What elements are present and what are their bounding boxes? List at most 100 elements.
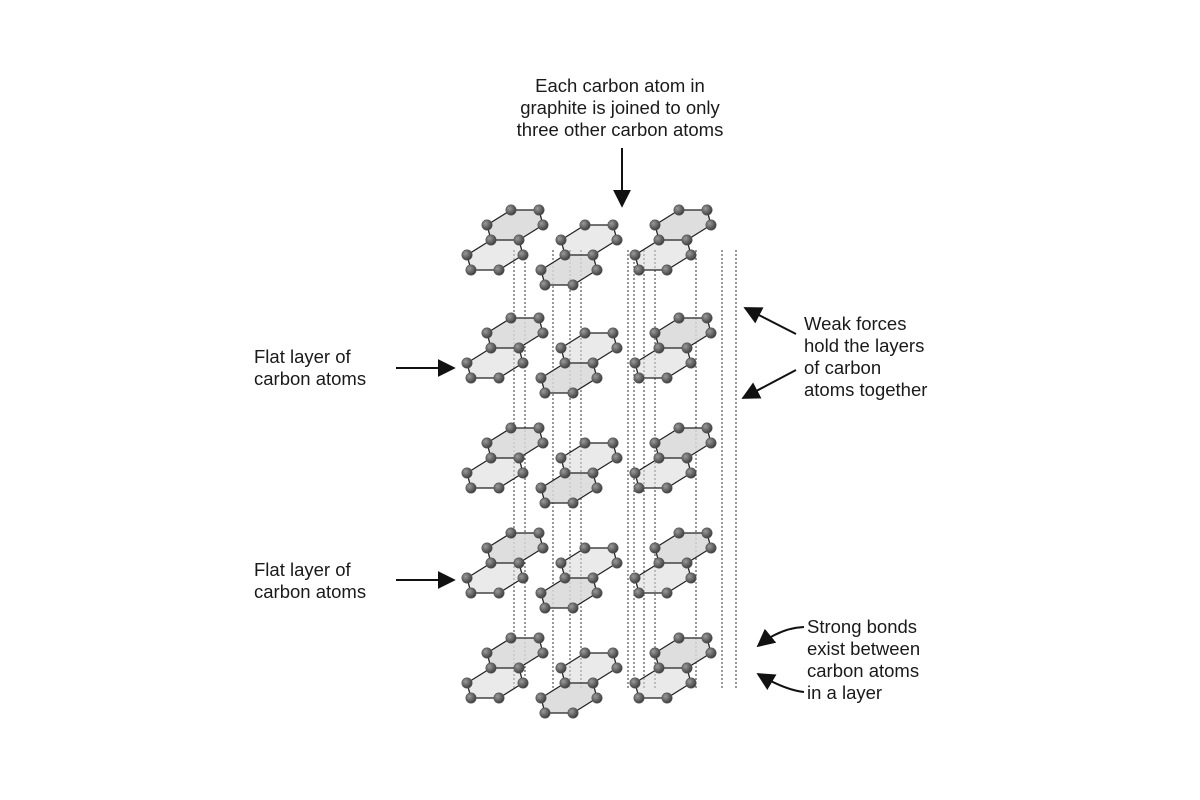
- carbon-atom: [555, 342, 567, 354]
- carbon-atom: [633, 264, 645, 276]
- carbon-atom: [673, 312, 685, 324]
- carbon-atom: [611, 662, 623, 674]
- hexagon-ring: [655, 533, 711, 563]
- label-line: three other carbon atoms: [516, 119, 724, 140]
- carbon-atom: [517, 249, 529, 261]
- hexagon-ring: [487, 638, 543, 668]
- carbon-atom: [555, 234, 567, 246]
- label-strong-bonds: Strong bonds exist between carbon atoms …: [807, 616, 920, 704]
- carbon-atom: [649, 219, 661, 231]
- carbon-atom: [579, 327, 591, 339]
- strong-bonds-arrow-lower: [756, 673, 805, 693]
- carbon-atom: [513, 342, 525, 354]
- carbon-atom: [681, 234, 693, 246]
- carbon-atom: [705, 219, 717, 231]
- hexagon-ring: [635, 240, 691, 270]
- carbon-atom: [633, 482, 645, 494]
- weak-forces-arrow-upper: [743, 307, 797, 335]
- hexagon-ring: [635, 458, 691, 488]
- carbon-atom: [607, 327, 619, 339]
- carbon-atom: [591, 372, 603, 384]
- carbon-atom: [559, 572, 571, 584]
- hexagon-ring: [561, 333, 617, 363]
- carbon-atom: [535, 587, 547, 599]
- carbon-atom: [591, 587, 603, 599]
- carbon-atom: [579, 542, 591, 554]
- carbon-atom: [513, 452, 525, 464]
- label-line: Flat layer of: [254, 559, 351, 580]
- carbon-atom: [537, 219, 549, 231]
- carbon-atom: [685, 249, 697, 261]
- label-line: carbon atoms: [807, 660, 920, 681]
- carbon-atom: [587, 677, 599, 689]
- carbon-atom: [673, 204, 685, 216]
- carbon-atom: [517, 677, 529, 689]
- carbon-atom: [485, 662, 497, 674]
- carbon-atom: [481, 327, 493, 339]
- carbon-atom: [607, 219, 619, 231]
- carbon-atom: [587, 357, 599, 369]
- carbon-atom: [537, 437, 549, 449]
- carbon-atom: [611, 452, 623, 464]
- carbon-atom: [681, 662, 693, 674]
- carbon-atom: [481, 647, 493, 659]
- carbon-atom: [461, 249, 473, 261]
- carbon-atom: [705, 327, 717, 339]
- carbon-atom: [485, 452, 497, 464]
- carbon-atom: [539, 387, 551, 399]
- carbon-atom: [537, 542, 549, 554]
- carbon-atom: [555, 452, 567, 464]
- hexagon-ring: [541, 255, 597, 285]
- carbon-atom: [607, 542, 619, 554]
- carbon-atom: [579, 219, 591, 231]
- carbon-atom: [673, 527, 685, 539]
- carbon-atom: [653, 342, 665, 354]
- carbon-atom: [649, 437, 661, 449]
- carbon-atom: [591, 264, 603, 276]
- label-line: exist between: [807, 638, 921, 659]
- hexagon-ring: [561, 653, 617, 683]
- carbon-atom: [533, 632, 545, 644]
- carbon-atom: [567, 707, 579, 719]
- hexagon-ring: [561, 443, 617, 473]
- carbon-atom: [505, 632, 517, 644]
- carbon-atom: [705, 647, 717, 659]
- carbon-atom: [661, 692, 673, 704]
- carbon-atom: [701, 422, 713, 434]
- hexagon-ring: [635, 668, 691, 698]
- label-flat-layer-lower: Flat layer of carbon atoms: [254, 559, 366, 603]
- carbon-atom: [579, 647, 591, 659]
- carbon-atom: [567, 387, 579, 399]
- carbon-atom: [633, 692, 645, 704]
- carbon-atom: [505, 422, 517, 434]
- carbon-atom: [701, 312, 713, 324]
- label-line: of carbon: [804, 357, 882, 378]
- carbon-atom: [517, 572, 529, 584]
- carbon-atom: [701, 204, 713, 216]
- carbon-atom: [505, 204, 517, 216]
- hexagon-ring: [467, 458, 523, 488]
- hexagon-ring: [541, 473, 597, 503]
- carbon-atom: [513, 557, 525, 569]
- carbon-atom: [493, 264, 505, 276]
- carbon-atom: [673, 422, 685, 434]
- carbon-atom: [539, 279, 551, 291]
- carbon-atom: [587, 572, 599, 584]
- carbon-atom: [681, 452, 693, 464]
- carbon-atom: [653, 452, 665, 464]
- carbon-atom: [685, 572, 697, 584]
- carbon-atom: [539, 602, 551, 614]
- carbon-atom: [535, 372, 547, 384]
- carbon-atom: [591, 482, 603, 494]
- label-each-carbon-atom: Each carbon atom in graphite is joined t…: [470, 75, 770, 141]
- carbon-atom: [685, 677, 697, 689]
- carbon-atom: [611, 234, 623, 246]
- callout-arrows: [396, 148, 805, 693]
- carbon-atom: [567, 279, 579, 291]
- carbon-atom: [485, 342, 497, 354]
- carbon-atom: [505, 312, 517, 324]
- label-line: carbon atoms: [254, 581, 367, 602]
- carbon-layer: [461, 422, 717, 509]
- carbon-atom: [517, 467, 529, 479]
- hexagon-ring: [487, 210, 543, 240]
